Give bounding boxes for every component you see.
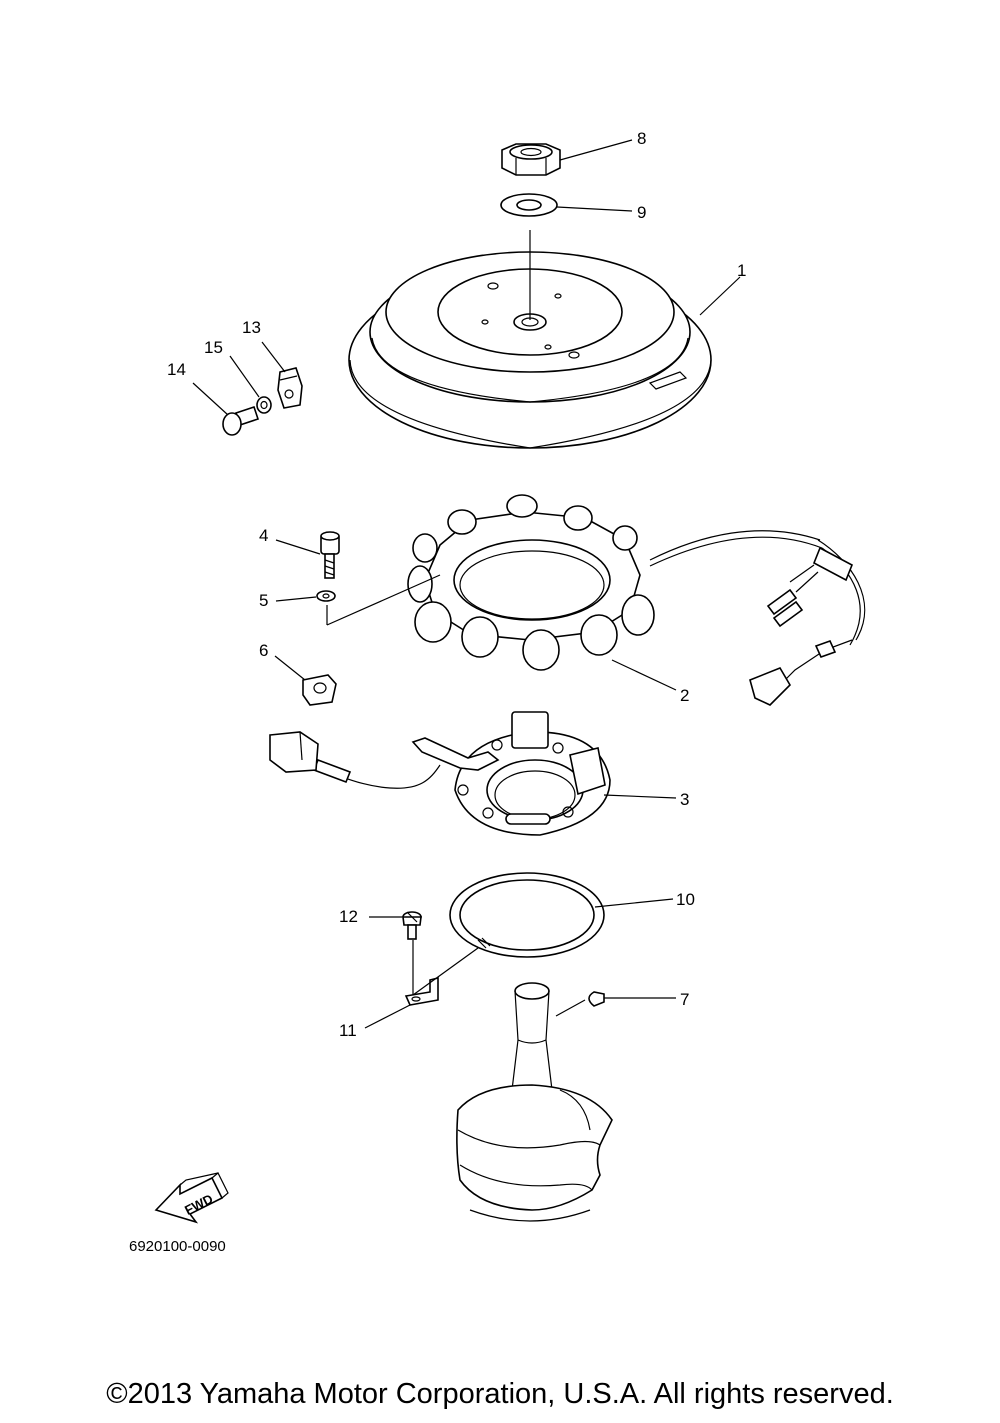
callout-9: 9 xyxy=(637,203,646,222)
part-small-washer xyxy=(256,396,272,414)
callout-14: 14 xyxy=(167,360,186,379)
fwd-arrow-icon: FWD xyxy=(154,1172,229,1224)
callout-10: 10 xyxy=(676,890,695,909)
callout-8: 8 xyxy=(637,129,646,148)
copyright-notice: ©2013 Yamaha Motor Corporation, U.S.A. A… xyxy=(106,1378,894,1410)
callout-2: 2 xyxy=(680,686,689,705)
part-bolt-short xyxy=(222,405,260,436)
callout-11: 11 xyxy=(339,1021,357,1040)
part-washer-small-5 xyxy=(316,590,336,602)
part-clamp-6 xyxy=(302,674,337,706)
callout-labels: 8 9 1 13 15 14 4 5 6 2 3 10 12 7 11 xyxy=(167,129,746,1040)
part-bolt-long xyxy=(320,531,340,579)
callout-12: 12 xyxy=(339,907,358,926)
drawing-number: 6920100-0090 xyxy=(129,1238,226,1255)
callout-13: 13 xyxy=(242,318,261,337)
callout-6: 6 xyxy=(259,641,268,660)
callout-7: 7 xyxy=(680,990,689,1009)
part-clip xyxy=(404,976,439,1006)
crankshaft xyxy=(456,982,613,1222)
part-screw xyxy=(402,911,422,940)
part-washer xyxy=(500,193,558,217)
part-woodruff-key xyxy=(588,991,605,1007)
part-ring xyxy=(449,872,605,958)
part-pulser-coil xyxy=(269,711,611,836)
leader-lines xyxy=(192,139,741,1029)
callout-15: 15 xyxy=(204,338,223,357)
part-nut xyxy=(501,143,561,176)
callout-4: 4 xyxy=(259,526,268,545)
part-stator xyxy=(407,494,866,706)
callout-1: 1 xyxy=(737,261,746,280)
callout-3: 3 xyxy=(680,790,689,809)
callout-5: 5 xyxy=(259,591,268,610)
part-clamp xyxy=(277,367,303,409)
